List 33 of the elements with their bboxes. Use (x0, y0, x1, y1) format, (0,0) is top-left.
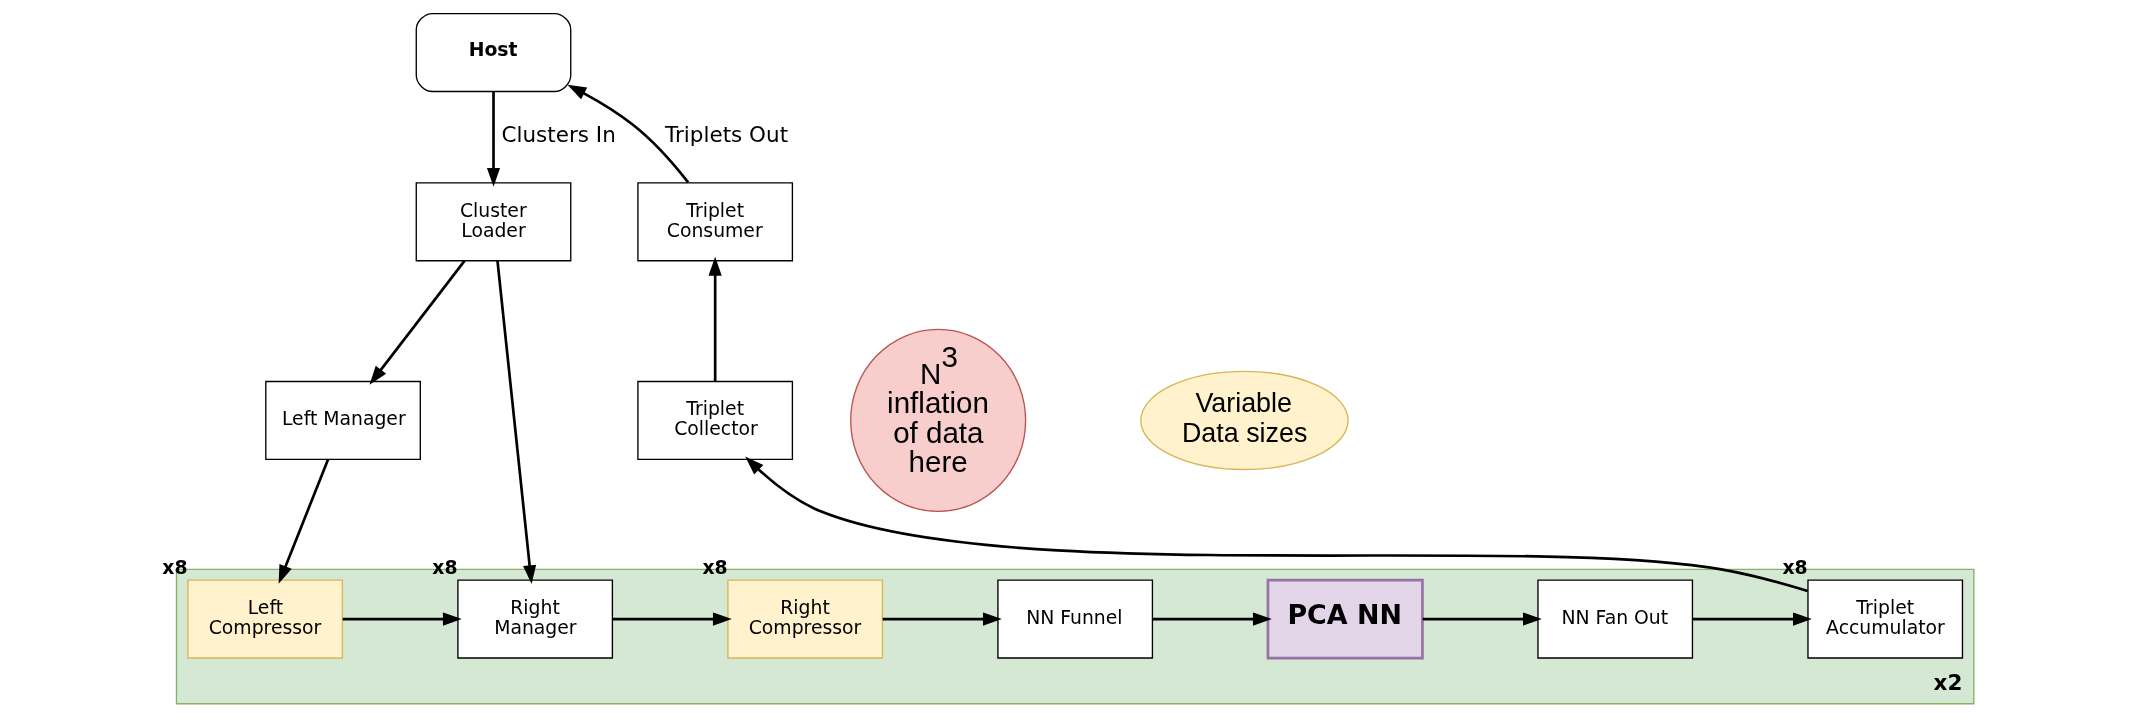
node-box: Triplet Collector (637, 380, 794, 461)
arrow (567, 84, 690, 184)
node-box: Triplet Accumulator (1807, 579, 1964, 659)
arrow (708, 256, 722, 382)
node-label: x8 (162, 556, 188, 578)
node-box: NN Fan Out (1537, 579, 1694, 659)
node-label: x8 (1782, 556, 1808, 578)
node-label: x2 (1933, 670, 1963, 695)
node-label: x8 (702, 556, 728, 578)
arrow (1422, 612, 1542, 626)
node-box: Cluster Loader (415, 182, 572, 262)
node-label: x8 (432, 556, 458, 578)
node-box: Left Manager (265, 380, 421, 461)
node-box: NN Funnel (997, 579, 1154, 659)
arrow (1692, 612, 1812, 626)
arrow (486, 91, 501, 187)
node-ellipse: Variable Data sizes (1140, 370, 1349, 471)
node-box: Left Compressor (187, 579, 344, 659)
node-box: Right Manager (457, 579, 614, 659)
arrow (369, 260, 466, 385)
arrow (278, 459, 330, 584)
arrow (496, 260, 537, 585)
edge-label: Clusters In (501, 122, 616, 148)
arrow (745, 456, 1809, 593)
node-box: Triplet Consumer (637, 182, 794, 262)
arrow (342, 612, 462, 626)
edge-label: Triplets Out (665, 122, 789, 148)
arrow (1152, 612, 1272, 626)
node-box: PCA NN (1266, 578, 1424, 660)
arrow (612, 612, 732, 626)
arrow (882, 612, 1002, 626)
node-box: Right Compressor (727, 579, 884, 659)
node-box: Host (415, 12, 572, 93)
